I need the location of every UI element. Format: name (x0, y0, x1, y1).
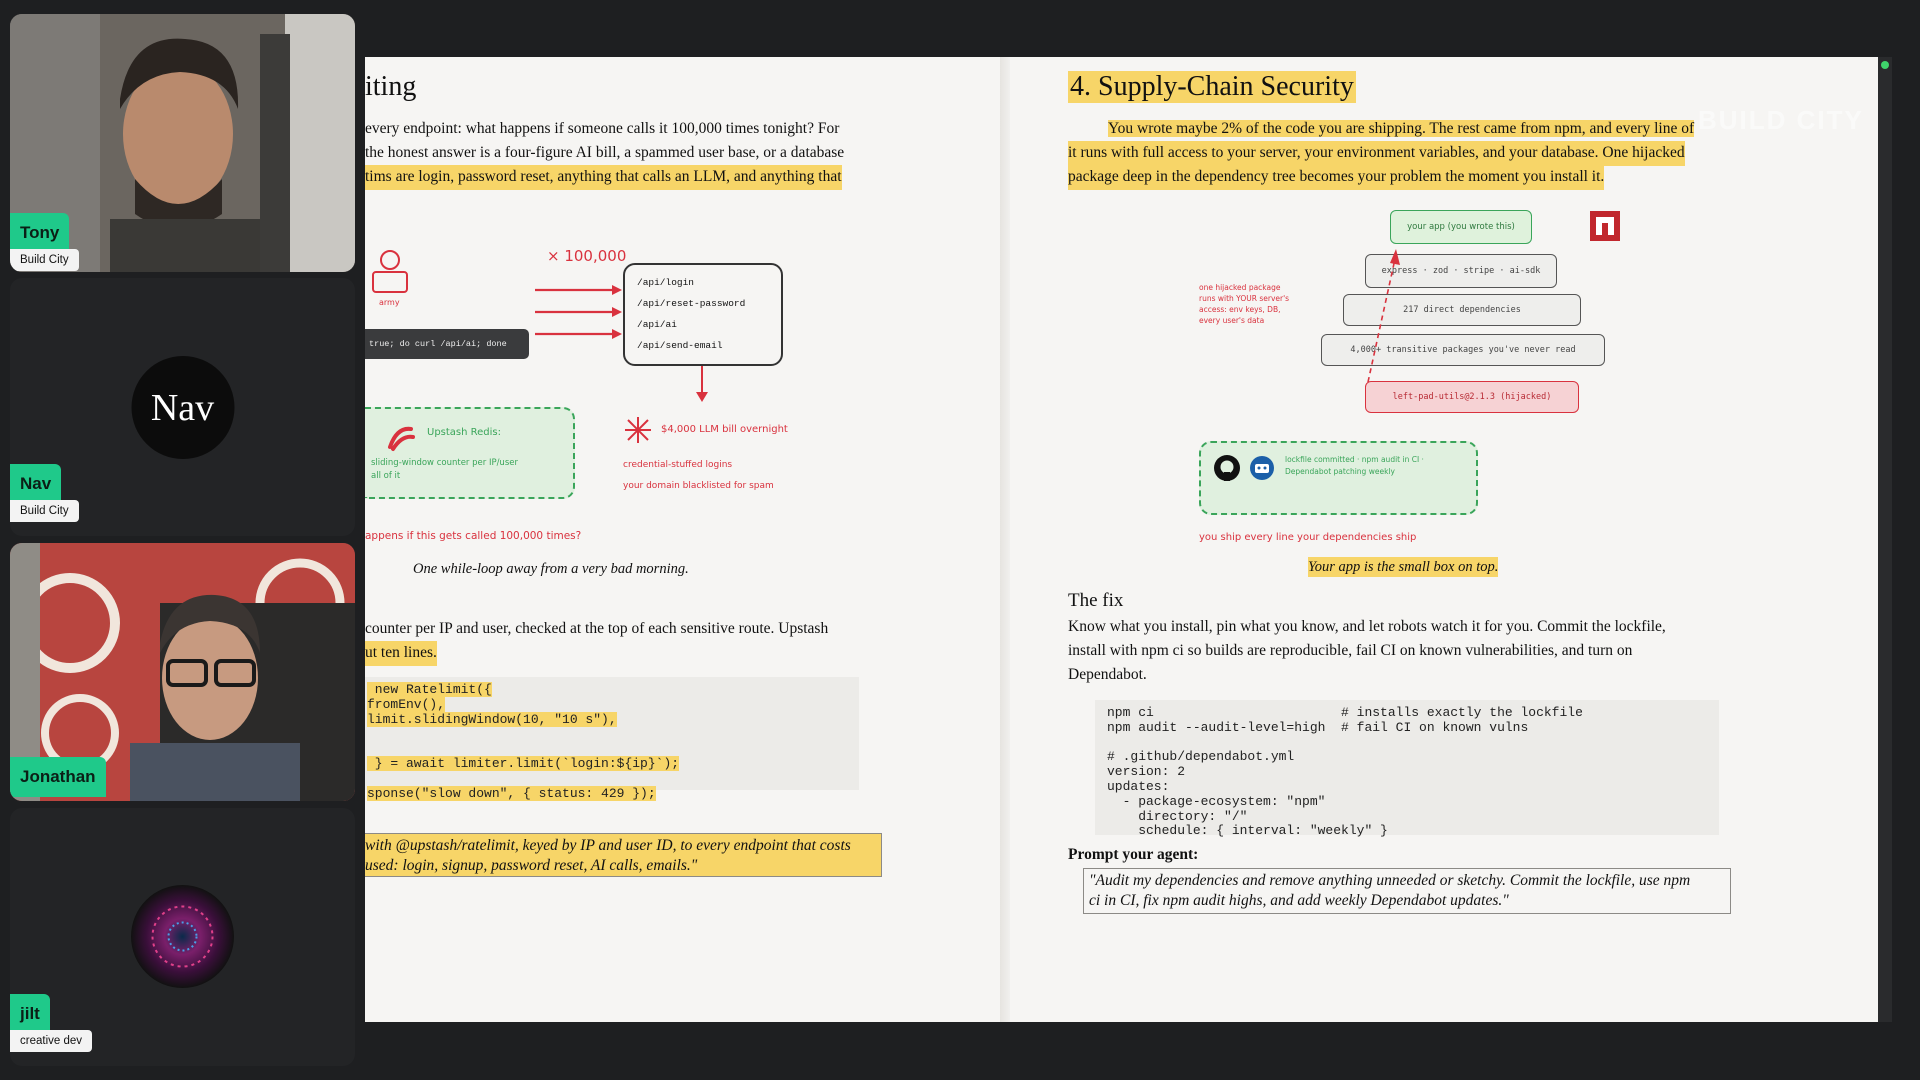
attack-path-arrow (1367, 249, 1400, 383)
rate-limit-diagram-arrows (372, 250, 708, 402)
code-line: } = await limiter.limit(`login:${ip}`); (367, 755, 680, 771)
prompt-line: "Audit my dependencies and remove anythi… (1089, 872, 1691, 889)
side-note: one hijacked package (1199, 283, 1281, 292)
npm-logo-icon (1590, 211, 1620, 241)
code-line: limit.slidingWindow(10, "10 s"), (367, 711, 617, 727)
transitive-box: 4,000+ transitive packages you've never … (1321, 334, 1605, 366)
diagram-caption: One while-loop away from a very bad morn… (413, 561, 689, 577)
section-heading: iting (365, 71, 417, 102)
prompt-heading: Prompt your agent: (1068, 846, 1199, 863)
participant-name: jilt (10, 994, 50, 1034)
llm-bill-label: $4,000 LLM bill overnight (661, 424, 788, 435)
recording-indicator-icon (1881, 61, 1889, 69)
avatar: Nav (131, 356, 234, 459)
github-icon (1214, 455, 1240, 481)
document-page-right: 4. Supply-Chain Security BUILD CITY You … (1010, 57, 1878, 1022)
participant-name: Jonathan (10, 757, 106, 797)
prompt-line: with @upstash/ratelimit, keyed by IP and… (365, 837, 851, 854)
code-line: new Ratelimit({ (367, 682, 492, 697)
ship-note: you ship every line your dependencies sh… (1199, 532, 1417, 543)
fix-line: counter per IP and user, checked at the … (365, 620, 829, 637)
code-line: - package-ecosystem: "npm" (1107, 793, 1326, 809)
page-gutter (1000, 57, 1010, 1022)
code-block: new Ratelimit({ fromEnv(), limit.sliding… (365, 677, 859, 801)
endpoint-item: /api/ai (637, 319, 677, 330)
shared-screen[interactable]: iting every endpoint: what happens if so… (365, 57, 1892, 1022)
code-line: updates: (1107, 778, 1170, 794)
participant-org: Build City (10, 249, 79, 271)
intro-line-text: You wrote maybe 2% of the code you are s… (1108, 120, 1695, 137)
code-line: schedule: { interval: "weekly" } (1107, 823, 1388, 839)
consequence-item: your domain blacklisted for spam (623, 481, 774, 491)
jonathan-video-feed (10, 543, 355, 801)
safeguard-note: Dependabot patching weekly (1285, 467, 1395, 476)
scrollbar[interactable] (1878, 57, 1892, 1022)
dependabot-icon (1250, 456, 1274, 480)
code-line: fromEnv(), (367, 696, 446, 712)
intro-line: package deep in the dependency tree beco… (1068, 165, 1605, 190)
code-line: npm ci # installs exactly the lockfile (1107, 705, 1583, 720)
safeguard-note: lockfile committed · npm audit in CI · (1285, 455, 1424, 464)
intro-line: every endpoint: what happens if someone … (365, 120, 840, 137)
upstash-title: Upstash Redis: (427, 427, 502, 438)
participant-org: creative dev (10, 1030, 93, 1052)
participant-tile-jonathan[interactable]: Jonathan (10, 543, 355, 801)
app-box: your app (you wrote this) (1390, 210, 1532, 244)
intro-line: tims are login, password reset, anything… (365, 165, 842, 190)
prompt-quote: "Audit my dependencies and remove anythi… (1083, 868, 1731, 914)
endpoint-list-box: /api/login /api/reset-password /api/ai /… (623, 263, 783, 366)
prompt-line: used: login, signup, password reset, AI … (365, 857, 698, 874)
fix-line: Dependabot. (1068, 666, 1147, 683)
participant-name: Tony (10, 213, 70, 253)
attack-command: true; do curl /api/ai; done (365, 329, 529, 359)
code-line: directory: "/" (1107, 808, 1248, 824)
code-block: npm ci # installs exactly the lockfile n… (1095, 700, 1719, 839)
attacker-label: army (379, 298, 400, 307)
code-line: # .github/dependabot.yml (1107, 749, 1295, 765)
intro-line: the honest answer is a four-figure AI bi… (365, 144, 845, 161)
upstash-box: Upstash Redis: sliding-window counter pe… (365, 407, 575, 499)
code-line: npm audit --audit-level=high # fail CI o… (1107, 719, 1529, 735)
dependency-count-box: 217 direct dependencies (1343, 294, 1581, 326)
fix-line: install with npm ci so builds are reprod… (1068, 642, 1633, 659)
side-note: runs with YOUR server's (1199, 294, 1290, 303)
participant-org: Build City (10, 500, 79, 522)
watermark: BUILD CITY (1698, 105, 1864, 135)
endpoint-item: /api/send-email (637, 340, 723, 351)
upstash-note: sliding-window counter per IP/user (371, 458, 518, 468)
fix-line: Know what you install, pin what you know… (1068, 618, 1666, 635)
section-heading: 4. Supply-Chain Security (1068, 71, 1356, 103)
endpoint-item: /api/login (637, 277, 695, 288)
explosion-icon (625, 417, 651, 443)
code-line: version: 2 (1107, 764, 1186, 780)
participant-tile-nav[interactable]: Nav Nav Build City (10, 278, 355, 536)
participant-name: Nav (10, 464, 62, 504)
direct-deps-box: express · zod · stripe · ai-sdk (1365, 254, 1557, 288)
intro-line: it runs with full access to your server,… (1068, 141, 1685, 166)
tony-video-feed (10, 14, 355, 272)
diagram-question: appens if this gets called 100,000 times… (365, 530, 582, 542)
prompt-line: ci in CI, fix npm audit highs, and add w… (1089, 892, 1509, 909)
document-page-left: iting every endpoint: what happens if so… (365, 57, 1000, 1022)
multiplier-label: × 100,000 (547, 247, 627, 265)
upstash-logo-icon (388, 426, 415, 451)
upstash-note: all of it (371, 471, 401, 481)
participant-tile-jilt[interactable]: jilt creative dev (10, 808, 355, 1066)
prompt-quote: with @upstash/ratelimit, keyed by IP and… (365, 833, 882, 877)
fix-line: ut ten lines. (365, 641, 437, 666)
endpoint-item: /api/reset-password (637, 298, 746, 309)
participant-tile-tony[interactable]: Tony Build City (10, 14, 355, 272)
intro-line: You wrote maybe 2% of the code you are s… (1068, 117, 1695, 142)
safeguards-box: lockfile committed · npm audit in CI · D… (1199, 441, 1478, 515)
consequence-item: credential-stuffed logins (623, 460, 733, 470)
diagram-caption: Your app is the small box on top. (1308, 557, 1499, 577)
side-note: every user's data (1199, 316, 1265, 325)
side-note: access: env keys, DB, (1199, 305, 1281, 314)
hijacked-box: left-pad-utils@2.1.3 (hijacked) (1365, 381, 1579, 413)
code-line: sponse("slow down", { status: 429 }); (367, 785, 656, 801)
fix-heading: The fix (1068, 590, 1124, 611)
avatar (131, 885, 234, 988)
